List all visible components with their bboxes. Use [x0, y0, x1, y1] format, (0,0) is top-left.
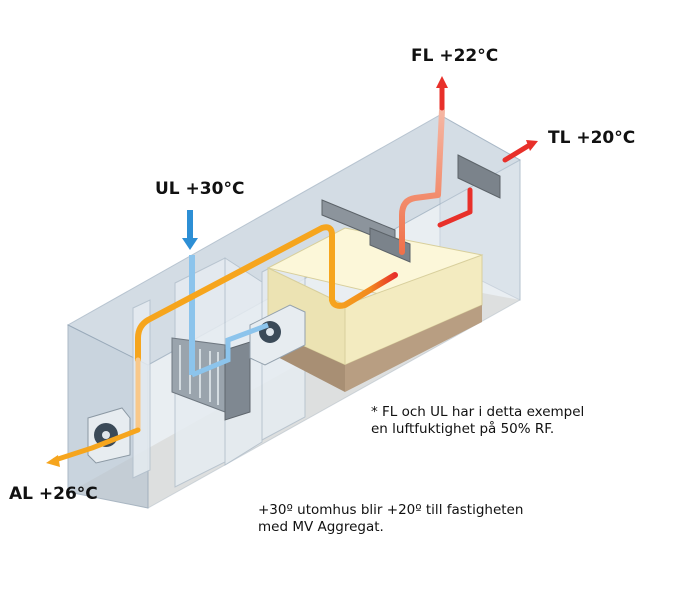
damper-supply: [457, 154, 501, 199]
humidity-note-line-1: * FL och UL har i detta exempel: [371, 404, 585, 420]
extract-air-flow: [46, 224, 398, 467]
coil-base: [345, 305, 482, 392]
cooling-coil-unit: [266, 227, 484, 392]
fl-label: FL +22°C: [411, 46, 499, 66]
ul-label: UL +30°C: [155, 179, 245, 199]
humidity-note: * FL och UL har i detta exempel en luftf…: [371, 404, 584, 438]
outdoor-air-flow: [182, 210, 269, 378]
tl-label: TL +20°C: [548, 128, 636, 148]
summary-note-line-1: +30º utomhus blir +20º till fastigheten: [258, 502, 524, 518]
al-label: AL +26°C: [9, 484, 98, 504]
exchanger-block-right: [224, 341, 251, 421]
supply-air-flow: [399, 76, 538, 255]
humidity-note-line-2: en luftfuktighet på 50% RF.: [371, 421, 555, 437]
summary-note: +30º utomhus blir +20º till fastigheten …: [258, 502, 523, 536]
summary-note-line-2: med MV Aggregat.: [258, 519, 384, 535]
